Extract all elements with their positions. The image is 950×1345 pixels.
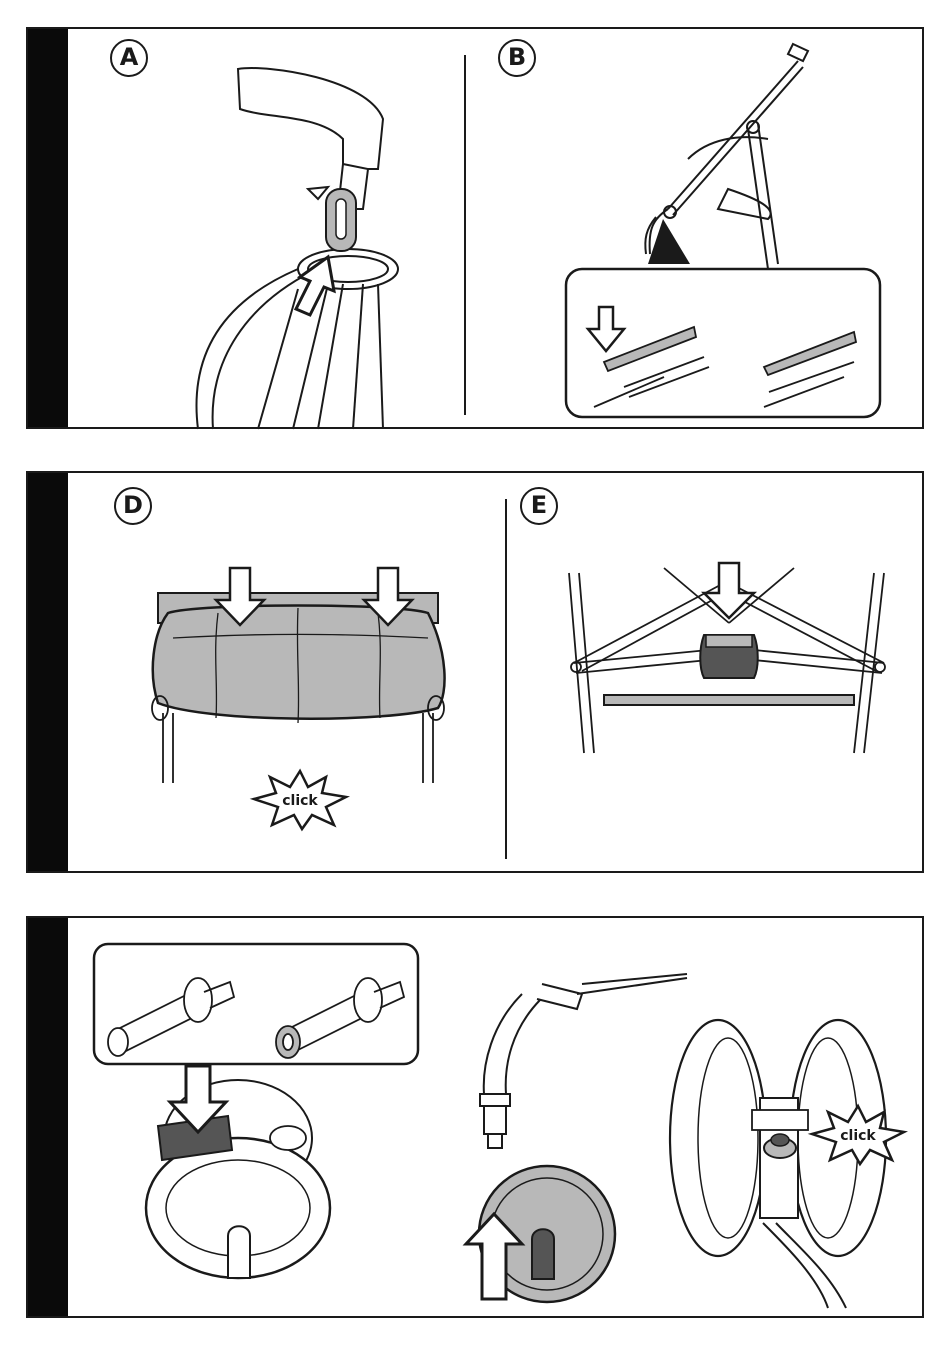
instruction-panel-3: click <box>26 916 924 1318</box>
panel-side-bar <box>28 918 68 1316</box>
instruction-panel-2: D E click <box>26 471 924 873</box>
step-label-a: A <box>110 39 148 77</box>
illustration-stroller-side <box>608 39 838 269</box>
step-label-d: D <box>114 487 152 525</box>
illustration-seat-attach <box>138 563 458 793</box>
click-burst-icon: click <box>252 769 348 831</box>
step-label-e: E <box>520 487 558 525</box>
illustration-crossbar-lock <box>564 563 894 763</box>
illustration-wheel-insert <box>432 964 692 1304</box>
axle-pin-inset <box>92 942 420 1066</box>
illustration-handle-release <box>168 59 428 429</box>
detail-inset <box>564 267 882 419</box>
click-burst-icon: click <box>810 1104 906 1166</box>
panel-divider <box>464 55 466 415</box>
illustration-wheel-hub <box>128 1068 328 1300</box>
step-label-b: B <box>498 39 536 77</box>
panel-side-bar <box>28 473 68 871</box>
panel-side-bar <box>28 29 68 427</box>
click-text: click <box>282 793 318 809</box>
click-text: click <box>840 1128 876 1144</box>
instruction-panel-1: A B <box>26 27 924 429</box>
panel-divider <box>505 499 507 859</box>
